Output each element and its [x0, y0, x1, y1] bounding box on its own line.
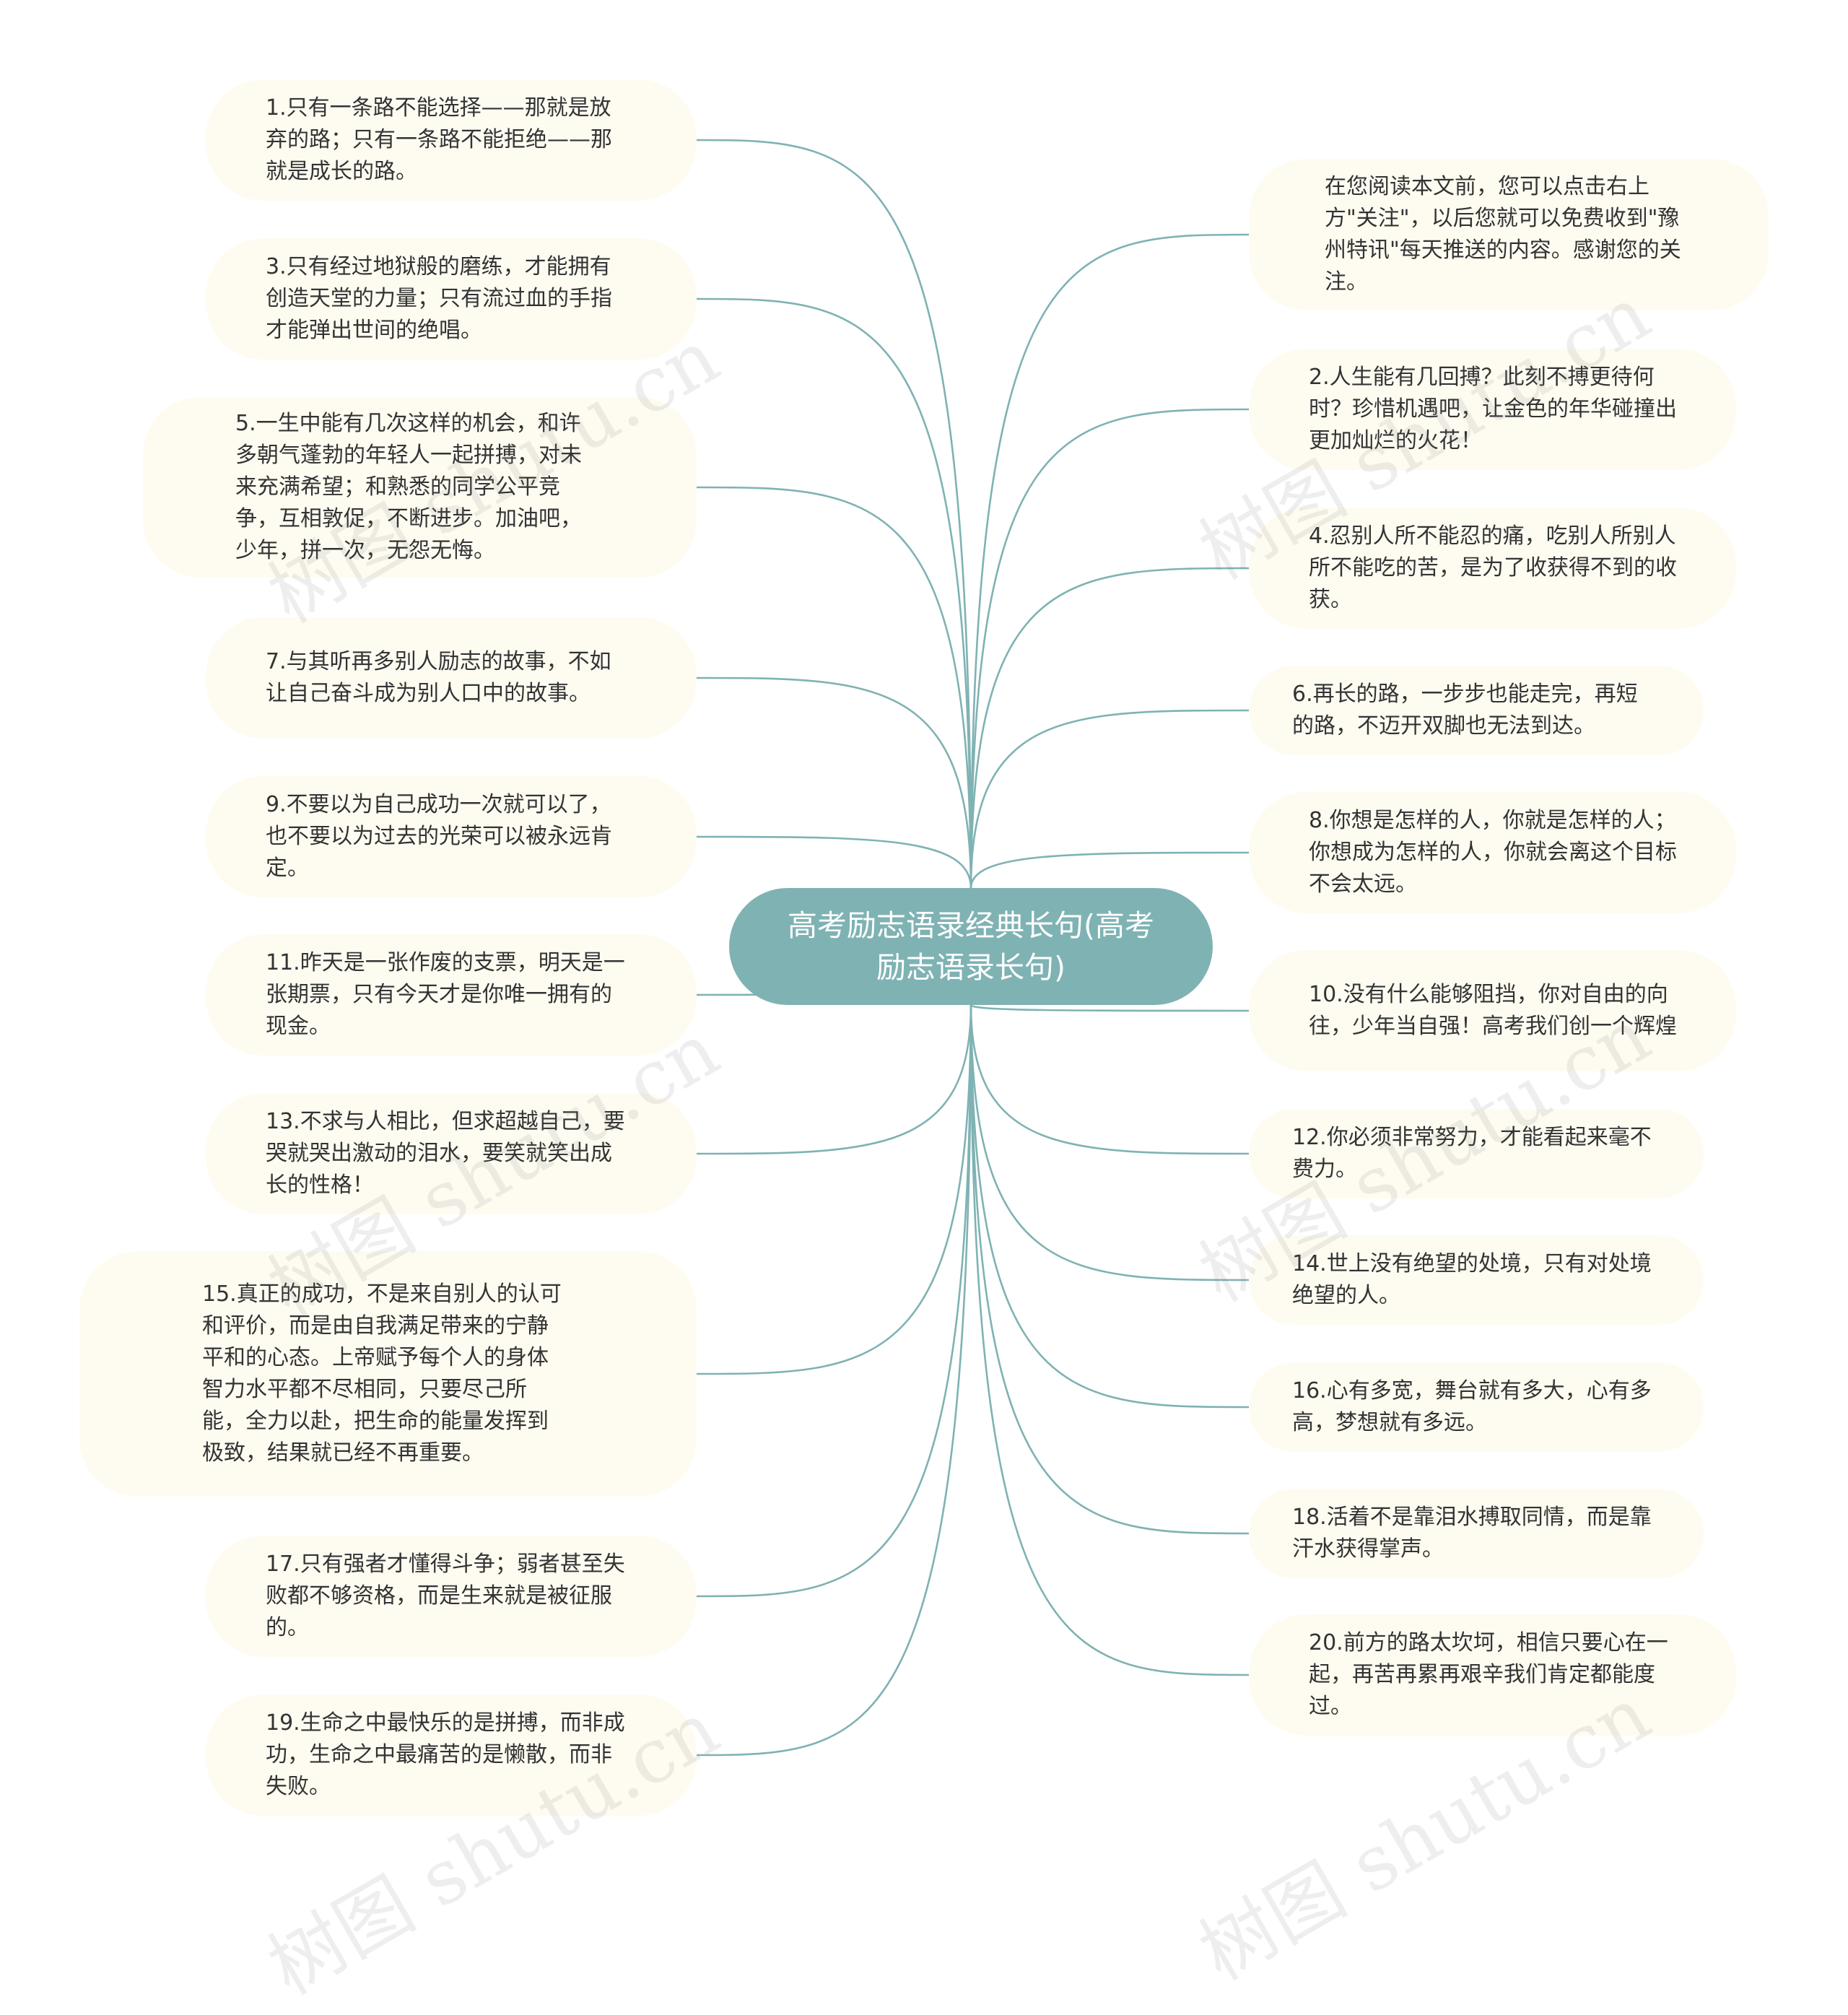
connector-L8 [696, 1004, 972, 1598]
node-text: 11.昨天是一张作废的支票，明天是一张期票，只有今天才是你唯一拥有的现金。 [266, 950, 625, 1039]
connector-L1 [696, 297, 972, 889]
right-node-2[interactable]: 2.人生能有几回搏？此刻不搏更待何时？珍惜机遇吧，让金色的年华碰撞出更加灿烂的火… [1249, 349, 1736, 470]
right-node-12[interactable]: 12.你必须非常努力，才能看起来毫不费力。 [1249, 1109, 1704, 1198]
central-topic-label: 高考励志语录经典长句(高考励志语录长句) [788, 908, 1154, 985]
left-node-17[interactable]: 17.只有强者才懂得斗争；弱者甚至失败都不够资格，而是生来就是被征服的。 [206, 1536, 697, 1657]
right-node-14[interactable]: 14.世上没有绝望的处境，只有对处境绝望的人。 [1249, 1235, 1704, 1325]
right-node-8[interactable]: 8.你想是怎样的人，你就是怎样的人；你想成为怎样的人，你就会离这个目标不会太远。 [1249, 792, 1736, 913]
node-text: 9.不要以为自己成功一次就可以了，也不要以为过去的光荣可以被永远肯定。 [266, 792, 612, 881]
node-text: 5.一生中能有几次这样的机会，和许多朝气蓬勃的年轻人一起拼搏，对未来充满希望；和… [235, 411, 582, 563]
connector-R6 [969, 1004, 1250, 1155]
connector-R3 [969, 709, 1250, 889]
connector-L2 [696, 486, 972, 889]
connector-L9 [696, 1004, 972, 1757]
node-text: 17.只有强者才懂得斗争；弱者甚至失败都不够资格，而是生来就是被征服的。 [266, 1551, 625, 1640]
node-text: 2.人生能有几回搏？此刻不搏更待何时？珍惜机遇吧，让金色的年华碰撞出更加灿烂的火… [1309, 365, 1677, 453]
connector-R2 [969, 567, 1250, 889]
node-text: 15.真正的成功，不是来自别人的认可和评价，而是由自我满足带来的宁静平和的心态。… [202, 1281, 562, 1466]
right-node-4[interactable]: 4.忍别人所不能忍的痛，吃别人所别人所不能吃的苦，是为了收获得不到的收获。 [1249, 508, 1736, 629]
left-node-5[interactable]: 5.一生中能有几次这样的机会，和许多朝气蓬勃的年轻人一起拼搏，对未来充满希望；和… [143, 397, 697, 578]
connector-L3 [696, 676, 972, 889]
left-node-15[interactable]: 15.真正的成功，不是来自别人的认可和评价，而是由自我满足带来的宁静平和的心态。… [79, 1251, 697, 1497]
node-text: 14.世上没有绝望的处境，只有对处境绝望的人。 [1292, 1251, 1652, 1308]
right-node-10[interactable]: 10.没有什么能够阻挡，你对自由的向往，少年当自强！高考我们创一个辉煌 [1249, 950, 1736, 1071]
node-text: 10.没有什么能够阻挡，你对自由的向往，少年当自强！高考我们创一个辉煌 [1309, 982, 1677, 1039]
central-topic[interactable]: 高考励志语录经典长句(高考励志语录长句) [729, 888, 1213, 1005]
left-node-1[interactable]: 1.只有一条路不能选择——那就是放弃的路；只有一条路不能拒绝——那就是成长的路。 [206, 79, 697, 201]
left-node-13[interactable]: 13.不求与人相比，但求超越自己，要哭就哭出激动的泪水，要笑就笑出成长的性格！ [206, 1093, 697, 1214]
node-text: 13.不求与人相比，但求超越自己，要哭就哭出激动的泪水，要笑就笑出成长的性格！ [266, 1109, 625, 1198]
connector-R10 [969, 1004, 1250, 1676]
connector-L7 [696, 1004, 972, 1375]
connector-L0 [696, 139, 972, 889]
left-node-19[interactable]: 19.生命之中最快乐的是拼搏，而非成功，生命之中最痛苦的是懒散，而非失败。 [206, 1694, 697, 1816]
left-node-9[interactable]: 9.不要以为自己成功一次就可以了，也不要以为过去的光荣可以被永远肯定。 [206, 776, 697, 897]
connector-L6 [696, 1004, 972, 1155]
connector-R7 [969, 1004, 1250, 1281]
right-node-18[interactable]: 18.活着不是靠泪水搏取同情，而是靠汗水获得掌声。 [1249, 1489, 1704, 1578]
left-node-11[interactable]: 11.昨天是一张作废的支票，明天是一张期票，只有今天才是你唯一拥有的现金。 [206, 934, 697, 1056]
right-node-16[interactable]: 16.心有多宽，舞台就有多大，心有多高，梦想就有多远。 [1249, 1362, 1704, 1452]
connector-R5 [969, 1004, 1250, 1012]
node-text: 4.忍别人所不能忍的痛，吃别人所别人所不能吃的苦，是为了收获得不到的收获。 [1309, 523, 1677, 612]
node-text: 在您阅读本文前，您可以点击右上方"关注"，以后您就可以免费收到"豫州特讯"每天推… [1325, 174, 1681, 295]
node-text: 7.与其听再多别人励志的故事，不如让自己奋斗成为别人口中的故事。 [266, 649, 611, 706]
node-text: 20.前方的路太坎坷，相信只要心在一起，再苦再累再艰辛我们肯定都能度过。 [1309, 1630, 1668, 1719]
node-text: 3.只有经过地狱般的磨练，才能拥有创造天堂的力量；只有流过血的手指才能弹出世间的… [266, 254, 612, 343]
node-text: 6.再长的路，一步步也能走完，再短的路，不迈开双脚也无法到达。 [1292, 682, 1638, 739]
connector-R0 [969, 233, 1250, 889]
right-node-20[interactable]: 20.前方的路太坎坷，相信只要心在一起，再苦再累再艰辛我们肯定都能度过。 [1249, 1614, 1736, 1736]
node-text: 1.只有一条路不能选择——那就是放弃的路；只有一条路不能拒绝——那就是成长的路。 [266, 95, 612, 184]
node-text: 18.活着不是靠泪水搏取同情，而是靠汗水获得掌声。 [1292, 1505, 1652, 1562]
node-text: 12.你必须非常努力，才能看起来毫不费力。 [1292, 1125, 1652, 1182]
node-text: 8.你想是怎样的人，你就是怎样的人；你想成为怎样的人，你就会离这个目标不会太远。 [1309, 808, 1677, 897]
connector-R9 [969, 1004, 1250, 1535]
connector-R8 [969, 1004, 1250, 1409]
right-node-6[interactable]: 6.再长的路，一步步也能走完，再短的路，不迈开双脚也无法到达。 [1249, 666, 1704, 755]
connector-R4 [969, 851, 1250, 889]
connector-R1 [969, 408, 1250, 889]
right-node-intro[interactable]: 在您阅读本文前，您可以点击右上方"关注"，以后您就可以免费收到"豫州特讯"每天推… [1249, 159, 1769, 310]
left-node-3[interactable]: 3.只有经过地狱般的磨练，才能拥有创造天堂的力量；只有流过血的手指才能弹出世间的… [206, 238, 697, 360]
connector-L4 [696, 835, 972, 889]
node-text: 16.心有多宽，舞台就有多大，心有多高，梦想就有多远。 [1292, 1378, 1652, 1435]
left-node-7[interactable]: 7.与其听再多别人励志的故事，不如让自己奋斗成为别人口中的故事。 [206, 617, 697, 739]
node-text: 19.生命之中最快乐的是拼搏，而非成功，生命之中最痛苦的是懒散，而非失败。 [266, 1710, 625, 1799]
